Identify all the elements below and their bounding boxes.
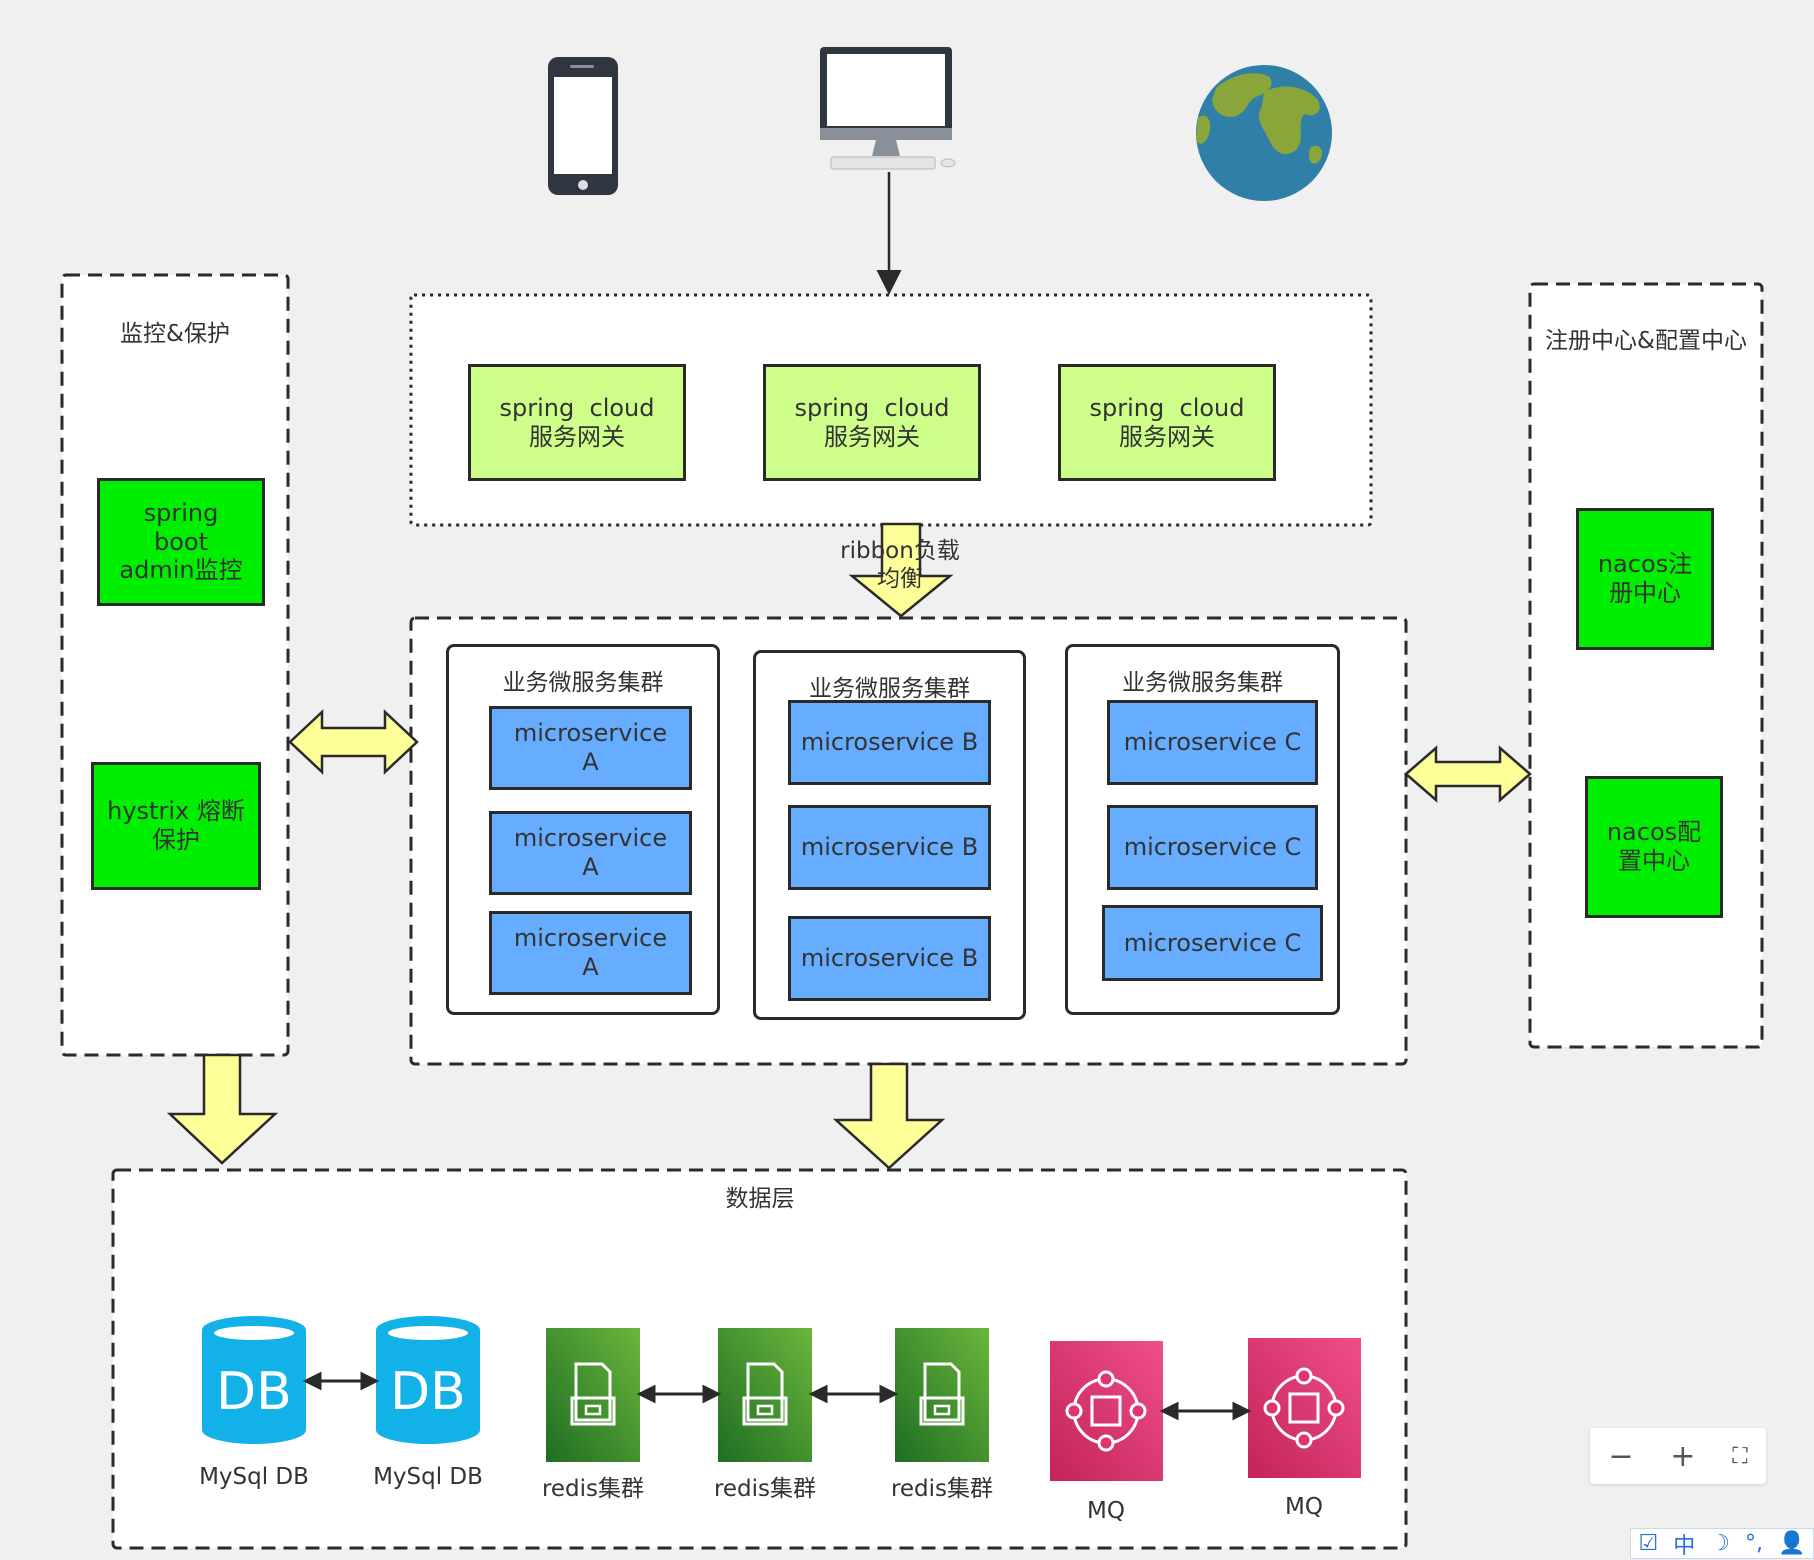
ime-check-icon[interactable]: ☑ (1638, 1531, 1659, 1556)
ime-toolbar: ☑ 中 ☽ °, 👤 (1630, 1528, 1814, 1559)
microservice-b-2: microservice B (788, 805, 991, 890)
gateway-box-1: spring cloud 服务网关 (468, 364, 686, 481)
mq-icon-1 (1050, 1341, 1163, 1481)
microservice-b-3: microservice B (788, 916, 991, 1001)
mobile-phone-icon (548, 57, 618, 195)
services-to-data-arrow (832, 1062, 946, 1170)
mysql-label-2: MySql DB (373, 1464, 483, 1491)
mq-icon-2 (1248, 1338, 1361, 1478)
ribbon-label: ribbon负载 均衡 (840, 538, 960, 592)
registry-panel-title: 注册中心&配置中心 (1545, 328, 1747, 355)
mysql-db-icon-1 (202, 1316, 306, 1444)
hystrix-box: hystrix 熔断 保护 (91, 762, 261, 890)
redis-icon-3 (895, 1328, 989, 1462)
monitor-services-double-arrow (288, 709, 419, 775)
microservice-c-2: microservice C (1107, 805, 1318, 890)
cluster-a-title: 业务微服务集群 (502, 670, 664, 696)
cluster-b-title: 业务微服务集群 (809, 676, 970, 702)
redis-icon-1 (546, 1328, 640, 1462)
mysql-db-icon-2 (376, 1316, 480, 1444)
ribbon-down-arrow (848, 522, 954, 618)
microservice-c-1: microservice C (1107, 700, 1318, 785)
fit-screen-button[interactable]: ⛶ (1732, 1443, 1748, 1469)
zoom-in-button[interactable]: + (1670, 1438, 1696, 1474)
monitor-panel-title: 监控&保护 (120, 321, 230, 348)
microservice-a-2: microservice A (489, 811, 692, 895)
mysql-label-1: MySql DB (199, 1464, 309, 1491)
db-glyph-1: DB (216, 1361, 292, 1422)
microservice-c-3: microservice C (1102, 905, 1323, 981)
db-glyph-2: DB (390, 1361, 466, 1422)
ime-punctuation-icon[interactable]: °, (1745, 1531, 1764, 1556)
monitor-panel-frame (60, 273, 290, 1057)
gateway-box-2: spring cloud 服务网关 (763, 364, 981, 481)
nacos-config-box: nacos配 置中心 (1585, 776, 1723, 918)
redis-label-1: redis集群 (541, 1476, 645, 1503)
services-registry-double-arrow (1404, 745, 1532, 803)
gateway-box-3: spring cloud 服务网关 (1058, 364, 1276, 481)
microservice-a-3: microservice A (489, 911, 692, 995)
desktop-computer-icon (820, 47, 956, 170)
redis-label-3: redis集群 (890, 1476, 994, 1503)
redis-label-2: redis集群 (713, 1476, 817, 1503)
nacos-registry-box: nacos注 册中心 (1576, 508, 1714, 650)
zoom-controls: − + ⛶ (1590, 1428, 1766, 1484)
microservice-b-1: microservice B (788, 700, 991, 785)
zoom-out-button[interactable]: − (1608, 1438, 1634, 1474)
data-layer-title: 数据层 (725, 1186, 795, 1213)
mq-label-2: MQ (1285, 1494, 1323, 1521)
monitor-to-data-arrow (166, 1053, 279, 1165)
microservice-a-1: microservice A (489, 706, 692, 790)
registry-panel-frame (1528, 282, 1764, 1049)
ime-language-button[interactable]: 中 (1673, 1533, 1696, 1559)
spring-boot-admin-box: spring boot admin监控 (97, 478, 265, 606)
ime-user-icon[interactable]: 👤 (1778, 1531, 1806, 1556)
redis-icon-2 (718, 1328, 812, 1462)
mq-label-1: MQ (1087, 1498, 1125, 1525)
ime-moon-icon[interactable]: ☽ (1710, 1531, 1731, 1556)
globe-icon (1196, 65, 1332, 201)
cluster-c-title: 业务微服务集群 (1122, 670, 1283, 696)
